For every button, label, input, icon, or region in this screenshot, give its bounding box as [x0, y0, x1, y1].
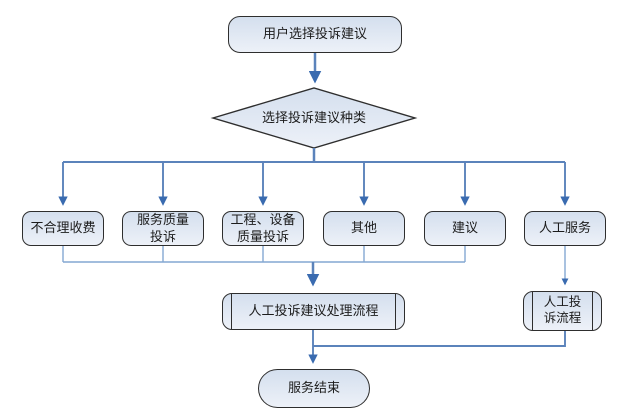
branch1-label: 不合理收费 — [30, 220, 96, 236]
decision-diamond-shape — [210, 87, 418, 149]
decision-label: 选择投诉建议种类 — [261, 109, 366, 125]
branch6-label: 人工服务 — [538, 220, 591, 236]
start-terminator: 用户选择投诉建议 — [228, 16, 402, 53]
branch-box-unreasonable-fees: 不合理收费 — [22, 211, 104, 246]
predefined-inner-line-right — [395, 294, 396, 329]
end-label: 服务结束 — [287, 380, 340, 396]
start-label: 用户选择投诉建议 — [262, 26, 367, 42]
branch-box-suggestion: 建议 — [424, 211, 506, 246]
predefined-inner-line-left — [231, 294, 232, 329]
predefined-inner-line-left — [532, 292, 533, 330]
decision-diamond: 选择投诉建议种类 — [234, 104, 394, 132]
predefined-inner-line-right — [592, 292, 593, 330]
end-terminator: 服务结束 — [258, 369, 370, 408]
predefined-process-main: 人工投诉建议处理流程 — [222, 293, 405, 330]
branch5-label: 建议 — [451, 220, 478, 236]
branch-box-other: 其他 — [323, 211, 405, 246]
branch2-label: 服务质量 投诉 — [136, 212, 189, 244]
branch-box-engineering-equipment: 工程、设备 质量投诉 — [222, 211, 304, 246]
branch-box-service-quality: 服务质量 投诉 — [122, 211, 204, 246]
connector-manual-merge — [313, 331, 566, 347]
process-main-label: 人工投诉建议处理流程 — [248, 303, 379, 319]
branch3-label: 工程、设备 质量投诉 — [230, 212, 296, 244]
predefined-process-manual-complaint: 人工投 诉流程 — [523, 291, 602, 331]
branch-box-manual-service: 人工服务 — [524, 211, 606, 246]
process-manual-label: 人工投 诉流程 — [543, 295, 582, 325]
branch4-label: 其他 — [350, 220, 377, 236]
